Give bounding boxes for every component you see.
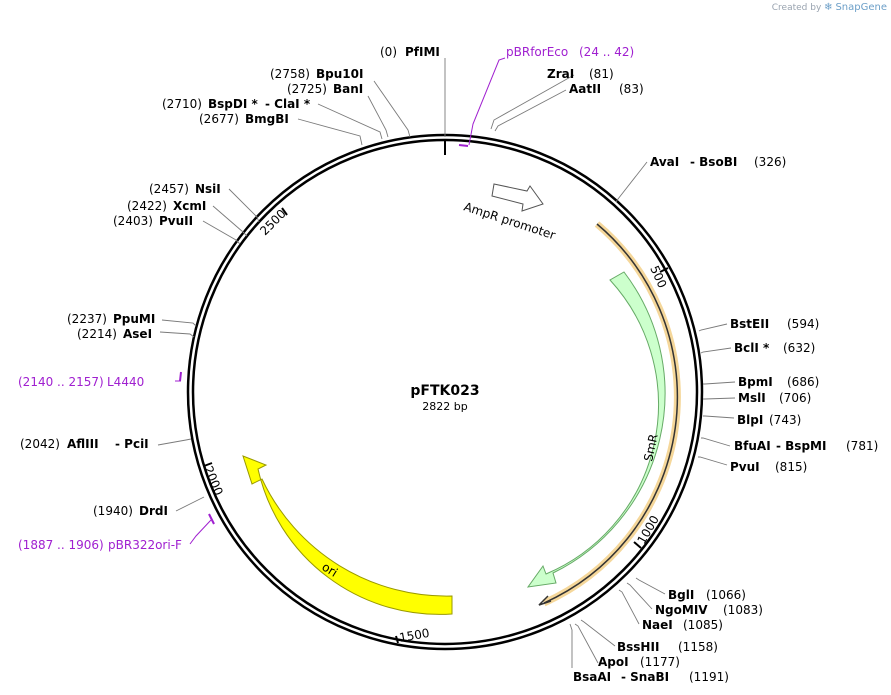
primer-range-pbrforeco: (24 .. 42) [579, 45, 634, 59]
site-pos-zrai: (81) [589, 67, 614, 81]
primer-strand-arrowhead-icon [538, 595, 552, 606]
ampr-promoter-label: AmpR promoter [462, 200, 557, 243]
site-name-msli: MslI [738, 391, 766, 405]
primer-mark-l4440 [179, 371, 182, 382]
primer-labels: pBRforEco (24 .. 42) (2140 .. 2157) L444… [18, 45, 634, 552]
site-name-bcli: BclI * [734, 341, 770, 355]
site-pos-pvui: (815) [775, 460, 807, 474]
site-pos-msli: (706) [779, 391, 811, 405]
primer-range-l4440: (2140 .. 2157) [18, 375, 104, 389]
site-name-ngomiv: NgoMIV [655, 603, 708, 617]
site-name-avai: AvaI [650, 155, 679, 169]
tick-2000 [203, 462, 213, 467]
site-name-drdi: DrdI [139, 504, 168, 518]
site-name-bani: BanI [333, 82, 363, 96]
site-name-ppumi: PpuMI [113, 312, 155, 326]
site-pos-bpu10i: (2758) [270, 67, 310, 81]
site-name-asei: AseI [123, 327, 152, 341]
feature-ampr-promoter[interactable]: AmpR promoter [462, 183, 557, 243]
watermark-created-by: Created by [771, 3, 822, 13]
site-name-blpi: BlpI [737, 413, 763, 427]
smr-arrow [526, 271, 666, 588]
sites-left: (0) PfIMI (2758) Bpu10I (2725) BanI (271… [20, 45, 440, 518]
ruler-ticks: 500 1000 1500 2000 2500 [201, 207, 669, 645]
site-pos-bpmi: (686) [787, 375, 819, 389]
site-name-pfimi: PfIMI [405, 45, 440, 59]
tick-1000 [633, 541, 642, 549]
site-name-bfuai: BfuAI [734, 439, 771, 453]
site-pos-pvuii: (2403) [113, 214, 153, 228]
primer-strand-line [543, 223, 679, 604]
site-pos-ppumi: (2237) [67, 312, 107, 326]
primer-name-pbr322ori-f: pBR322ori-F [108, 538, 182, 552]
primer-name-l4440: L4440 [107, 375, 144, 389]
site-leaders [157, 57, 736, 668]
site-pos-asei: (2214) [77, 327, 117, 341]
site-pos-ngomiv: (1083) [723, 603, 763, 617]
site-pos-aatii: (83) [619, 82, 644, 96]
site-pos-bfuai: (781) [846, 439, 878, 453]
primer-range-pbr322ori-f: (1887 .. 1906) [18, 538, 104, 552]
site-pos-bspdi: (2710) [162, 97, 202, 111]
site-pos-bani: (2725) [287, 82, 327, 96]
plasmid-name: pFTK023 [410, 383, 479, 399]
site-pos-xcmi: (2422) [127, 199, 167, 213]
primer-name-pbrforeco: pBRforEco [506, 45, 568, 59]
site-pos-bmgbi: (2677) [199, 112, 239, 126]
tick-label-1500: 1500 [398, 626, 431, 645]
ampr-promoter-arrow-icon [491, 183, 544, 212]
site-extra-bsobi: - BsoBI [690, 155, 737, 169]
tick-2500 [281, 207, 288, 216]
site-name-bsshii: BssHII [617, 640, 659, 654]
site-pos-afliii: (2042) [20, 437, 60, 451]
site-name-bgli: BglI [668, 588, 694, 602]
site-name-bpu10i: Bpu10I [316, 67, 363, 81]
site-pos-avai: (326) [754, 155, 786, 169]
snapgene-logo-icon: ❄ [824, 2, 833, 13]
site-name-afliii: AflIII [67, 437, 99, 451]
site-name-naei: NaeI [642, 618, 673, 632]
primer-mark-pbr322ori-f [208, 513, 215, 525]
site-extra-bspmi: - BspMI [776, 439, 826, 453]
ori-arrow [242, 455, 453, 615]
tick-1500 [395, 635, 399, 644]
site-pos-naei: (1085) [683, 618, 723, 632]
site-name-bspdi: BspDI * [208, 97, 258, 111]
site-pos-bsaai: (1191) [689, 670, 729, 684]
site-pos-nsii: (2457) [149, 182, 189, 196]
site-extra-snabi: - SnaBI [621, 670, 669, 684]
site-pos-pfimi: (0) [380, 45, 397, 59]
plasmid-length: 2822 bp [422, 400, 467, 413]
site-pos-bsteii: (594) [787, 317, 819, 331]
watermark-brand: SnapGene [835, 2, 887, 13]
site-name-zrai: ZraI [547, 67, 574, 81]
site-extra-clai: - ClaI * [265, 97, 311, 111]
primer-mark-pbrforeco [458, 144, 469, 147]
site-name-pvuii: PvuII [159, 214, 193, 228]
site-name-bmgbi: BmgBI [245, 112, 289, 126]
site-pos-blpi: (743) [769, 413, 801, 427]
tick-500 [659, 267, 669, 273]
site-pos-apoi: (1177) [640, 655, 680, 669]
site-name-aatii: AatII [569, 82, 601, 96]
site-name-xcmi: XcmI [173, 199, 206, 213]
feature-ori[interactable]: ori [242, 455, 453, 615]
site-name-apoi: ApoI [598, 655, 629, 669]
feature-smr[interactable]: SmR [526, 271, 666, 588]
snapgene-watermark: Created by ❄ SnapGene [772, 2, 887, 13]
site-name-bpmi: BpmI [738, 375, 773, 389]
site-name-pvui: PvuI [730, 460, 760, 474]
site-pos-bcli: (632) [783, 341, 815, 355]
smr-label: SmR [641, 433, 660, 463]
site-name-nsii: NsiI [195, 182, 221, 196]
site-name-bsaai: BsaAI [573, 670, 611, 684]
site-pos-bgli: (1066) [706, 588, 746, 602]
site-extra-pcii: - PciI [115, 437, 149, 451]
site-pos-bsshii: (1158) [678, 640, 718, 654]
sites-right: ZraI (81) AatII (83) AvaI - BsoBI (326) … [547, 67, 878, 684]
site-name-bsteii: BstEII [730, 317, 769, 331]
site-pos-drdi: (1940) [93, 504, 133, 518]
